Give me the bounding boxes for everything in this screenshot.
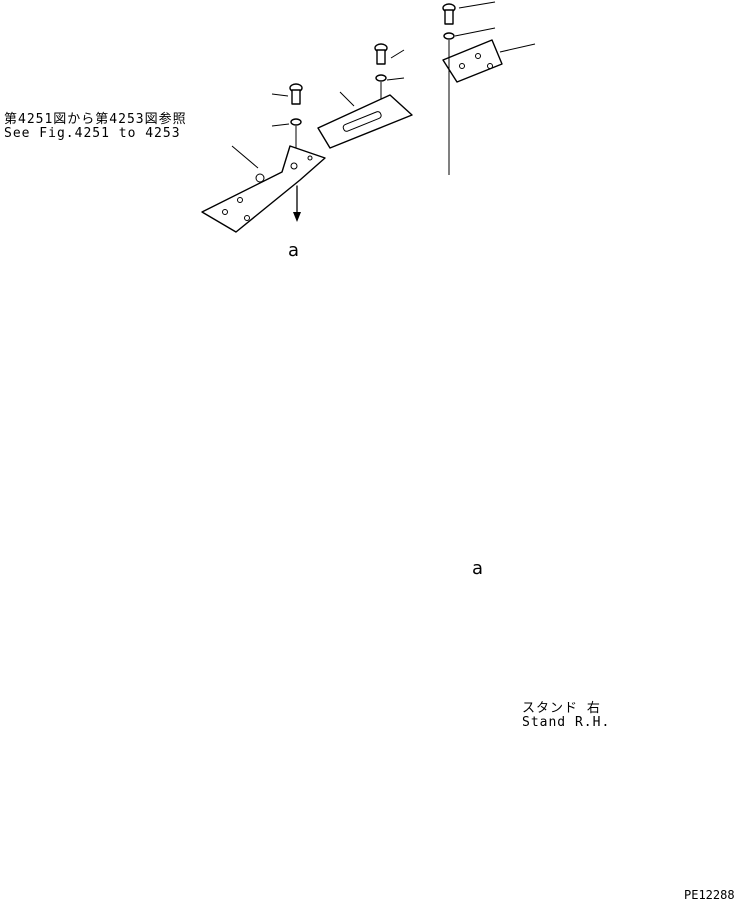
- bolt-3: [289, 83, 303, 150]
- top-bracket-plate: [442, 39, 503, 83]
- slotted-plate: [317, 94, 413, 149]
- reference-japanese: 第4251図から第4253図参照: [4, 112, 187, 127]
- view-marker-bottom: a: [472, 558, 484, 579]
- bent-bracket-plate: [201, 145, 326, 233]
- stand-label-japanese: スタンド 右: [522, 701, 601, 716]
- view-arrow-top: [293, 185, 301, 222]
- view-marker-top: a: [288, 240, 300, 261]
- reference-english: See Fig.4251 to 4253: [4, 126, 181, 141]
- bolt-2: [374, 43, 388, 100]
- stand-label-english: Stand R.H.: [522, 715, 611, 730]
- drawing-code: PE12288: [684, 888, 735, 902]
- top-bolt: [442, 3, 456, 175]
